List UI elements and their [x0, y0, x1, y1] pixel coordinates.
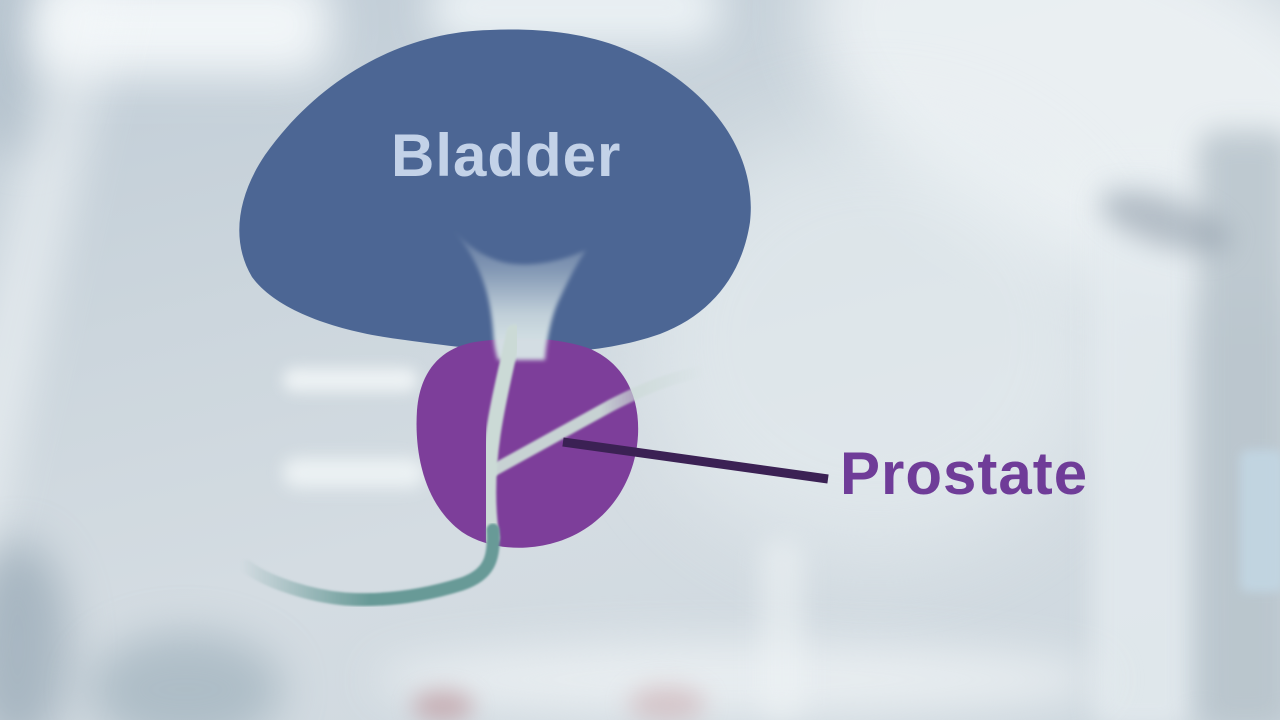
urethra-inner-segment — [481, 324, 522, 546]
urethra-tube — [239, 523, 500, 607]
prostate-shape — [416, 338, 639, 548]
corridor-figure-blur-2 — [628, 686, 706, 720]
bladder-label: Bladder — [391, 122, 622, 189]
corridor-figure-blur-1 — [412, 690, 474, 720]
ejaculatory-duct — [488, 366, 706, 476]
bladder-shape — [239, 29, 751, 353]
ceiling-light-bar-1 — [283, 368, 418, 392]
corridor-object-bottom-left — [88, 632, 283, 720]
corridor-floor-highlight — [375, 642, 1105, 717]
door-frame-light — [1092, 170, 1192, 720]
ceiling-light-bar-2 — [283, 458, 425, 488]
prostate-pointer-line — [562, 437, 829, 484]
wall-panel-edge — [760, 540, 804, 720]
prostate-label: Prostate — [840, 440, 1089, 507]
bladder-neck-funnel — [452, 228, 586, 360]
door-window — [1240, 450, 1280, 592]
